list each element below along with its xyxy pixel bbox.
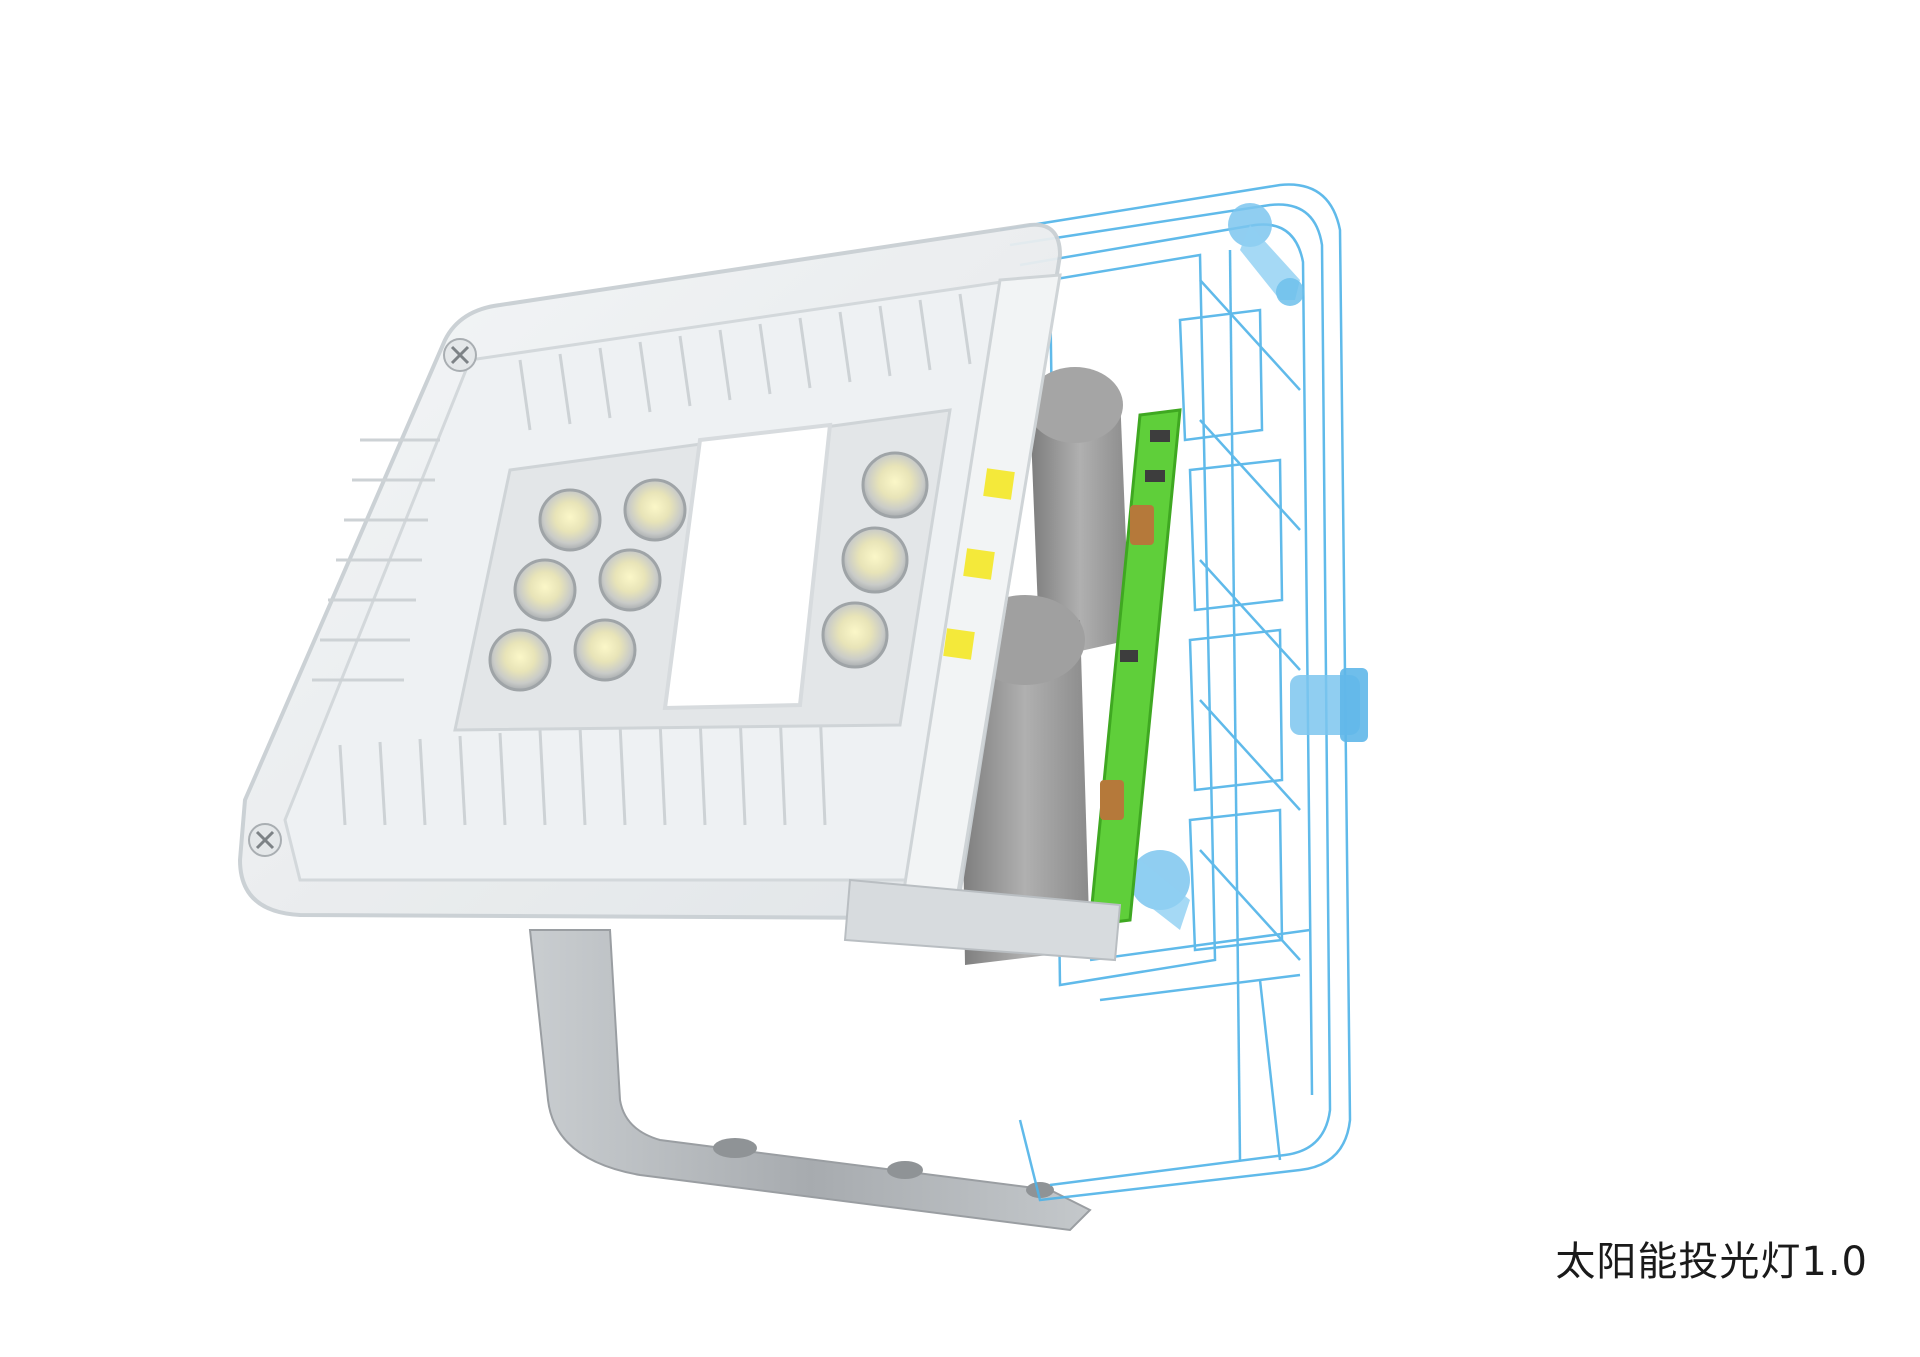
cooling-fins-bottom [338,708,827,826]
cooling-fins-left [312,438,440,682]
wireframe-knobs [1130,203,1368,930]
side-led-chips [943,468,1015,660]
lower-casing [843,878,1122,962]
screw-icon [443,338,477,372]
pcb-board [1088,408,1182,927]
led-lens-array [488,451,929,692]
product-caption: 太阳能投光灯1.0 [1555,1239,1868,1285]
screw-icon [248,823,282,857]
cooling-fins-top [518,293,972,431]
screw-icons [248,338,477,857]
mounting-bracket [528,929,1092,1232]
battery-cells [960,367,1130,965]
